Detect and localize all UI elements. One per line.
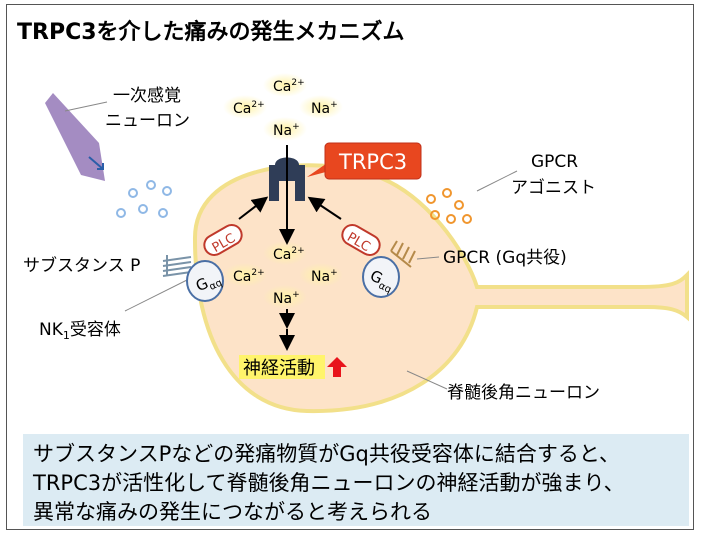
ion-ca-top: Ca2+ (273, 78, 305, 95)
diagram-canvas: TRPC3を介した痛みの発生メカニズム 一次感覚 ニューロン サブスタンス P … (17, 19, 689, 414)
caption-line-2: TRPC3が活性化して脊髄後角ニューロンの神経活動が強まり、 (33, 471, 625, 495)
substance-p-dot (158, 208, 168, 218)
trpc3-label: TRPC3 (338, 150, 407, 174)
gaq-right: Gαq (362, 256, 400, 298)
substance-p-dot (162, 186, 172, 196)
agonist-pointer (476, 170, 518, 192)
ions-inside: Ca2+ Ca2+ Na+ Na+ (223, 241, 343, 309)
up-arrow-icon (327, 357, 347, 377)
ion-in-na-right: Na+ (311, 268, 338, 285)
substance-p-dot (146, 180, 156, 190)
ion-in-ca-left: Ca2+ (233, 268, 265, 285)
agonist-label-2: アゴニスト (511, 177, 596, 198)
ion-in-na-bottom: Na+ (273, 290, 300, 307)
spinal-neuron-pointer (406, 370, 448, 390)
trpc3-callout: TRPC3 (307, 142, 422, 180)
substance-p-dot (116, 208, 126, 218)
substance-p-dot (128, 188, 138, 198)
primary-neuron-shape (45, 93, 105, 181)
agonist-dot (430, 210, 440, 220)
nk1-receptor (162, 255, 192, 277)
nk1-label: NK1受容体 (39, 320, 121, 342)
caption-line-1: サブスタンスPなどの発痛物質がGq共役受容体に結合すると、 (33, 442, 621, 466)
neural-activity-label: 神経活動 (243, 358, 315, 379)
plc-right-arrow (307, 196, 342, 220)
gpcr-receptor (390, 240, 416, 268)
agonist-label-1: GPCR (531, 152, 578, 172)
agonist-dot (442, 188, 452, 198)
agonist-dot (454, 200, 464, 210)
primary-neuron-label-2: ニューロン (105, 111, 190, 131)
agonist-dot (426, 194, 436, 204)
gaq-left: Gαq (186, 260, 224, 302)
gpcr-gq-label: GPCR (Gq共役) (443, 248, 567, 268)
caption-line-3: 異常な痛みの発生につながると考えられる (33, 500, 432, 524)
figure-title: TRPC3を介した痛みの発生メカニズム (17, 19, 405, 45)
caption-box: サブスタンスPなどの発痛物質がGq共役受容体に結合すると、 TRPC3が活性化し… (23, 434, 689, 526)
ion-in-ca-top: Ca2+ (273, 246, 305, 263)
primary-neuron-pointer (64, 101, 108, 112)
plc-left-arrow (238, 196, 269, 220)
agonist-dot (446, 214, 456, 224)
primary-neuron-label-1: 一次感覚 (113, 86, 181, 106)
agonist-dot (462, 214, 472, 224)
spinal-neuron-label: 脊髄後角ニューロン (447, 383, 600, 403)
ion-na-bottom: Na+ (273, 122, 300, 139)
substance-p-label: サブスタンス P (23, 255, 140, 276)
substance-p-molecules (116, 180, 172, 218)
svg-text:Gαq: Gαq (366, 266, 397, 295)
substance-p-dot (138, 204, 148, 214)
figure-frame: TRPC3を介した痛みの発生メカニズム 一次感覚 ニューロン サブスタンス P … (6, 4, 694, 530)
ion-ca-left: Ca2+ (233, 100, 265, 117)
ion-na-right: Na+ (311, 100, 338, 117)
ions-outside: Ca2+ Ca2+ Na+ Na+ (223, 73, 343, 141)
neural-activity-highlight (239, 355, 325, 379)
nk1-pointer (124, 276, 194, 312)
agonist-molecules (426, 188, 472, 224)
gpcr-gq-pointer (416, 256, 440, 260)
